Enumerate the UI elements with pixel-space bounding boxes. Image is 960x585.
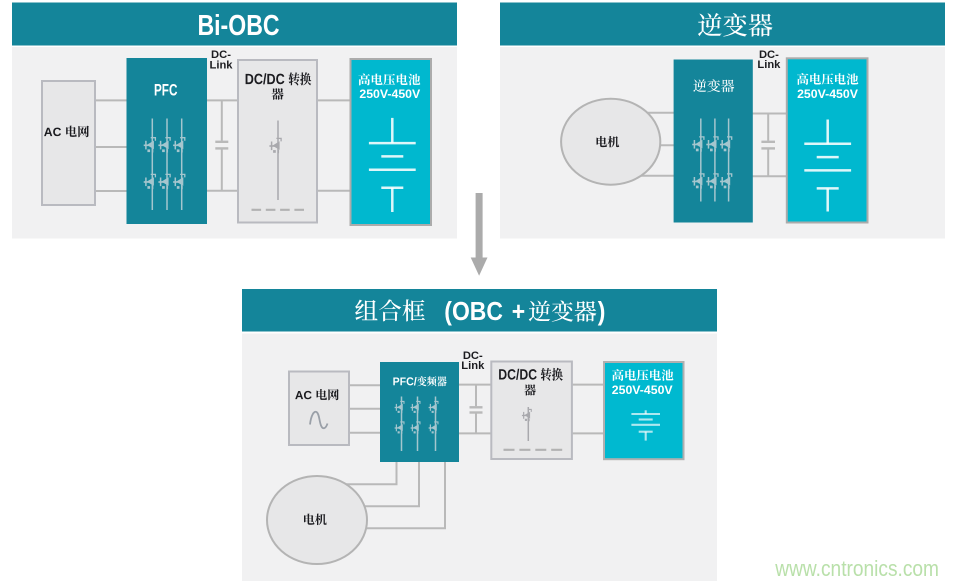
svg-text:Link: Link	[461, 360, 485, 372]
svg-text:250V-450V: 250V-450V	[359, 87, 421, 101]
svg-text:Link: Link	[210, 60, 234, 72]
svg-text:DC-: DC-	[211, 49, 231, 61]
svg-text:DC-: DC-	[759, 49, 779, 61]
svg-text:Bi-OBC: Bi-OBC	[197, 11, 279, 42]
svg-text:(OBC: (OBC	[444, 298, 503, 326]
svg-text:250V-450V: 250V-450V	[797, 87, 859, 101]
svg-text:): )	[598, 298, 606, 326]
svg-text:+: +	[512, 298, 525, 326]
svg-text:PFC: PFC	[154, 81, 178, 100]
svg-text:www.cntronics.com: www.cntronics.com	[774, 557, 939, 582]
svg-text:250V-450V: 250V-450V	[612, 383, 674, 397]
svg-text:DC-: DC-	[463, 350, 483, 362]
svg-text:Link: Link	[757, 59, 781, 71]
